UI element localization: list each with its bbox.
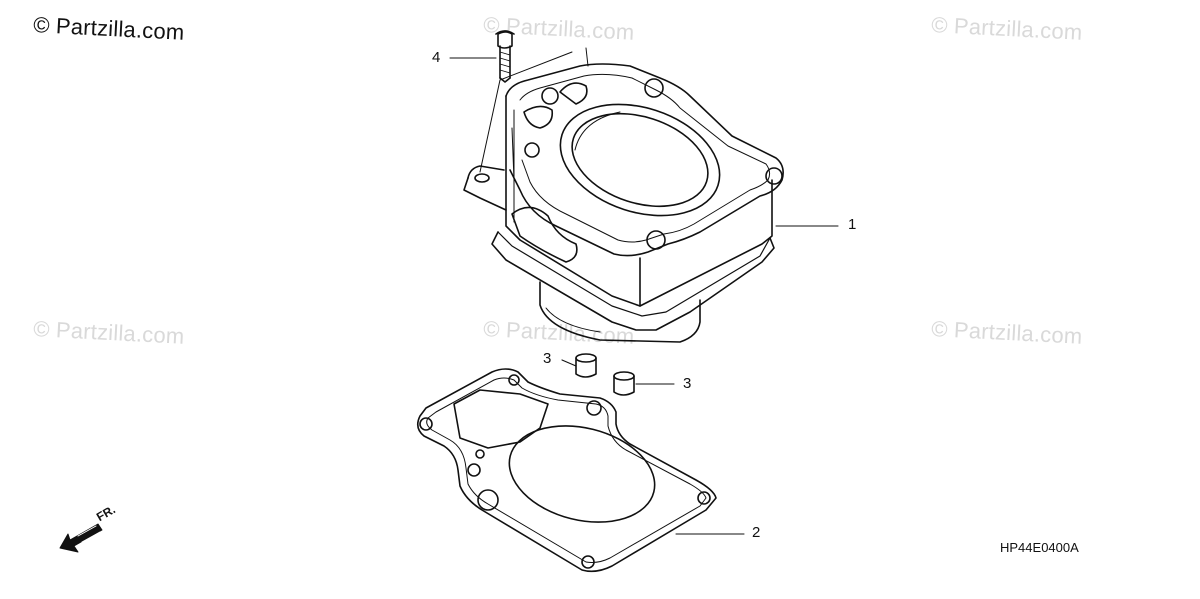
leader-lines: [449, 57, 839, 535]
bolt-part[interactable]: [479, 30, 589, 173]
callout-label[interactable]: 2: [752, 524, 761, 541]
dowel-pin-part[interactable]: [575, 353, 597, 378]
callout-label[interactable]: 1: [848, 216, 857, 233]
callout-label[interactable]: 3: [543, 350, 552, 367]
cylinder-part[interactable]: [463, 63, 784, 343]
callout-label[interactable]: 3: [683, 375, 692, 392]
gasket-part[interactable]: [416, 368, 717, 573]
diagram-code: HP44E0400A: [1000, 540, 1079, 555]
dowel-pin-part[interactable]: [613, 371, 635, 396]
front-direction-arrow: [59, 523, 103, 553]
callout-label[interactable]: 4: [432, 49, 441, 66]
